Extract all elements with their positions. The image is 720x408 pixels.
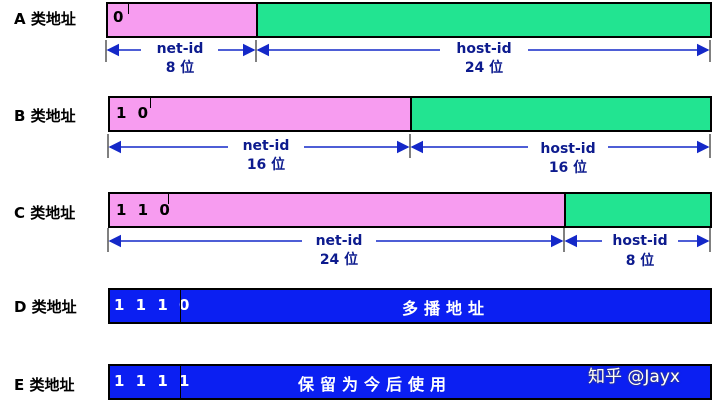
class-d-divider	[180, 290, 181, 322]
class-c-host-bits: 8 位	[625, 253, 655, 269]
class-b-host-id-label: host-id	[540, 141, 596, 157]
class-e-divider	[180, 366, 181, 398]
class-a-bit-tick	[128, 4, 129, 14]
class-e-field	[108, 364, 712, 400]
class-a-net-bits: 8 位	[165, 60, 195, 76]
class-d-prefix: 1 1 1 0	[114, 296, 193, 314]
class-b-bit-tick	[150, 98, 151, 108]
class-b-host-bits: 16 位	[548, 160, 588, 176]
class-c-host-field	[564, 192, 712, 228]
class-a-host-id-label: host-id	[456, 41, 512, 57]
class-c-net-bits: 24 位	[319, 252, 359, 268]
watermark: 知乎 @Jayx	[588, 367, 680, 387]
class-a-prefix: 0	[113, 8, 127, 26]
class-b-net-field	[108, 96, 412, 132]
class-c-host-id-label: host-id	[612, 233, 668, 249]
class-b-net-bits: 16 位	[246, 157, 286, 173]
class-c-bit-tick	[168, 194, 169, 204]
class-d-field	[108, 288, 712, 324]
class-d-label: D 类地址	[14, 298, 77, 316]
class-c-label: C 类地址	[14, 204, 76, 222]
class-c-prefix: 1 1 0	[116, 201, 173, 219]
class-d-description: 多播地址	[401, 299, 490, 318]
class-a-host-bits: 24 位	[464, 60, 504, 76]
class-a-host-field	[256, 2, 712, 38]
class-b-host-field	[410, 96, 712, 132]
class-e-prefix: 1 1 1 1	[114, 372, 193, 390]
class-a-label: A 类地址	[14, 10, 76, 28]
class-c-net-field	[108, 192, 566, 228]
class-e-label: E 类地址	[14, 376, 75, 394]
class-b-prefix: 1 0	[116, 104, 152, 122]
class-c-net-id-label: net-id	[315, 233, 363, 249]
class-a-net-id-label: net-id	[156, 41, 204, 57]
class-b-label: B 类地址	[14, 107, 76, 125]
class-b-net-id-label: net-id	[242, 138, 290, 154]
class-e-description: 保留为今后使用	[297, 375, 452, 394]
